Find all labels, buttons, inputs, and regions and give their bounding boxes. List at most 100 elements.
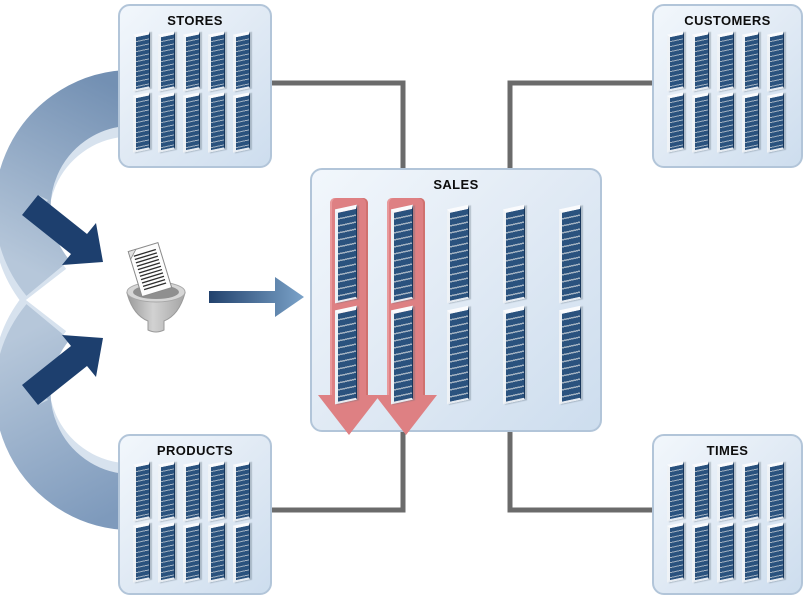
- column-bar-segment: [667, 92, 684, 153]
- column-bar-segment: [742, 31, 759, 92]
- table-column: [233, 31, 250, 153]
- table-column: [667, 461, 684, 583]
- column-bar-segment: [692, 461, 709, 522]
- cycle-ribbon-bottom-icon: [0, 296, 128, 530]
- table-column: [692, 31, 709, 153]
- column-bar-segment: [447, 204, 469, 304]
- column-bar-segment: [233, 31, 250, 92]
- connector-products-sales: [272, 432, 406, 513]
- column-bar-segment: [717, 461, 734, 522]
- column-bar-segment: [133, 92, 150, 153]
- table-column: [183, 461, 200, 583]
- highlight-arrow-head: [375, 395, 437, 435]
- cycle-ribbon-top-icon: [0, 70, 128, 304]
- table-box-products: PRODUCTS: [118, 434, 272, 595]
- table-columns: [667, 31, 784, 153]
- table-column: [208, 461, 225, 583]
- column-bar-segment: [667, 31, 684, 92]
- table-columns: [133, 461, 250, 583]
- document-icon: [127, 241, 173, 298]
- table-box-stores: STORES: [118, 4, 272, 168]
- column-bar-segment: [391, 305, 413, 405]
- column-bar-segment: [667, 522, 684, 583]
- column-bar-segment: [183, 522, 200, 583]
- table-box-customers: CUSTOMERS: [652, 4, 803, 168]
- table-column: [183, 31, 200, 153]
- column-bar-segment: [133, 522, 150, 583]
- table-column: [742, 461, 759, 583]
- column-bar-segment: [208, 522, 225, 583]
- table-column: [233, 461, 250, 583]
- column-bar-segment: [133, 31, 150, 92]
- column-bar-segment: [208, 92, 225, 153]
- column-bar-segment: [767, 522, 784, 583]
- column-bar-segment: [158, 461, 175, 522]
- table-box-sales: SALES: [310, 168, 602, 435]
- table-column: [208, 31, 225, 153]
- table-column: [447, 204, 469, 405]
- table-column: [692, 461, 709, 583]
- column-bar-segment: [447, 305, 469, 405]
- column-bar-segment: [233, 92, 250, 153]
- table-column: [559, 204, 581, 405]
- table-title-sales: SALES: [433, 177, 479, 192]
- column-bar-segment: [767, 461, 784, 522]
- column-bar-segment: [208, 461, 225, 522]
- table-title-customers: CUSTOMERS: [684, 13, 771, 28]
- column-bar-segment: [133, 461, 150, 522]
- column-bar-segment: [667, 461, 684, 522]
- column-bar-segment: [692, 92, 709, 153]
- column-bar-segment: [503, 305, 525, 405]
- column-bar-segment: [767, 92, 784, 153]
- column-bar-segment: [692, 31, 709, 92]
- column-bar-segment: [158, 31, 175, 92]
- table-column: [742, 31, 759, 153]
- table-column: [158, 31, 175, 153]
- column-bar-segment: [742, 522, 759, 583]
- table-column: [767, 31, 784, 153]
- table-column: [717, 461, 734, 583]
- table-box-times: TIMES: [652, 434, 803, 595]
- column-bar-segment: [742, 461, 759, 522]
- table-column: [158, 461, 175, 583]
- cycle-arrowhead-bottom: [22, 335, 103, 405]
- table-title-products: PRODUCTS: [156, 443, 234, 458]
- table-column: [133, 461, 150, 583]
- column-bar-segment: [717, 522, 734, 583]
- column-bar-segment: [335, 204, 357, 304]
- column-bar-segment: [233, 522, 250, 583]
- column-bar-segment: [335, 305, 357, 405]
- column-bar-segment: [742, 92, 759, 153]
- table-columns: [667, 461, 784, 583]
- connector-stores-sales: [272, 80, 406, 168]
- table-column: [335, 204, 357, 405]
- column-bar-segment: [559, 305, 581, 405]
- column-bar-segment: [158, 522, 175, 583]
- column-bar-segment: [717, 31, 734, 92]
- column-bar-segment: [183, 461, 200, 522]
- table-column: [767, 461, 784, 583]
- column-bar-segment: [158, 92, 175, 153]
- column-bar-segment: [503, 204, 525, 304]
- column-bar-segment: [391, 204, 413, 304]
- table-column: [391, 204, 413, 405]
- column-bar-segment: [233, 461, 250, 522]
- column-bar-segment: [767, 31, 784, 92]
- table-column: [133, 31, 150, 153]
- highlight-arrow-head: [317, 395, 380, 435]
- table-column: [667, 31, 684, 153]
- table-columns: [335, 204, 581, 405]
- connector-times-sales: [507, 432, 652, 513]
- column-bar-segment: [208, 31, 225, 92]
- table-column: [717, 31, 734, 153]
- table-title-times: TIMES: [706, 443, 749, 458]
- column-bar-segment: [559, 204, 581, 304]
- table-title-stores: STORES: [167, 13, 223, 28]
- column-bar-segment: [183, 31, 200, 92]
- table-column: [503, 204, 525, 405]
- etl-arrow-icon: [209, 277, 304, 317]
- column-bar-segment: [717, 92, 734, 153]
- table-columns: [133, 31, 250, 153]
